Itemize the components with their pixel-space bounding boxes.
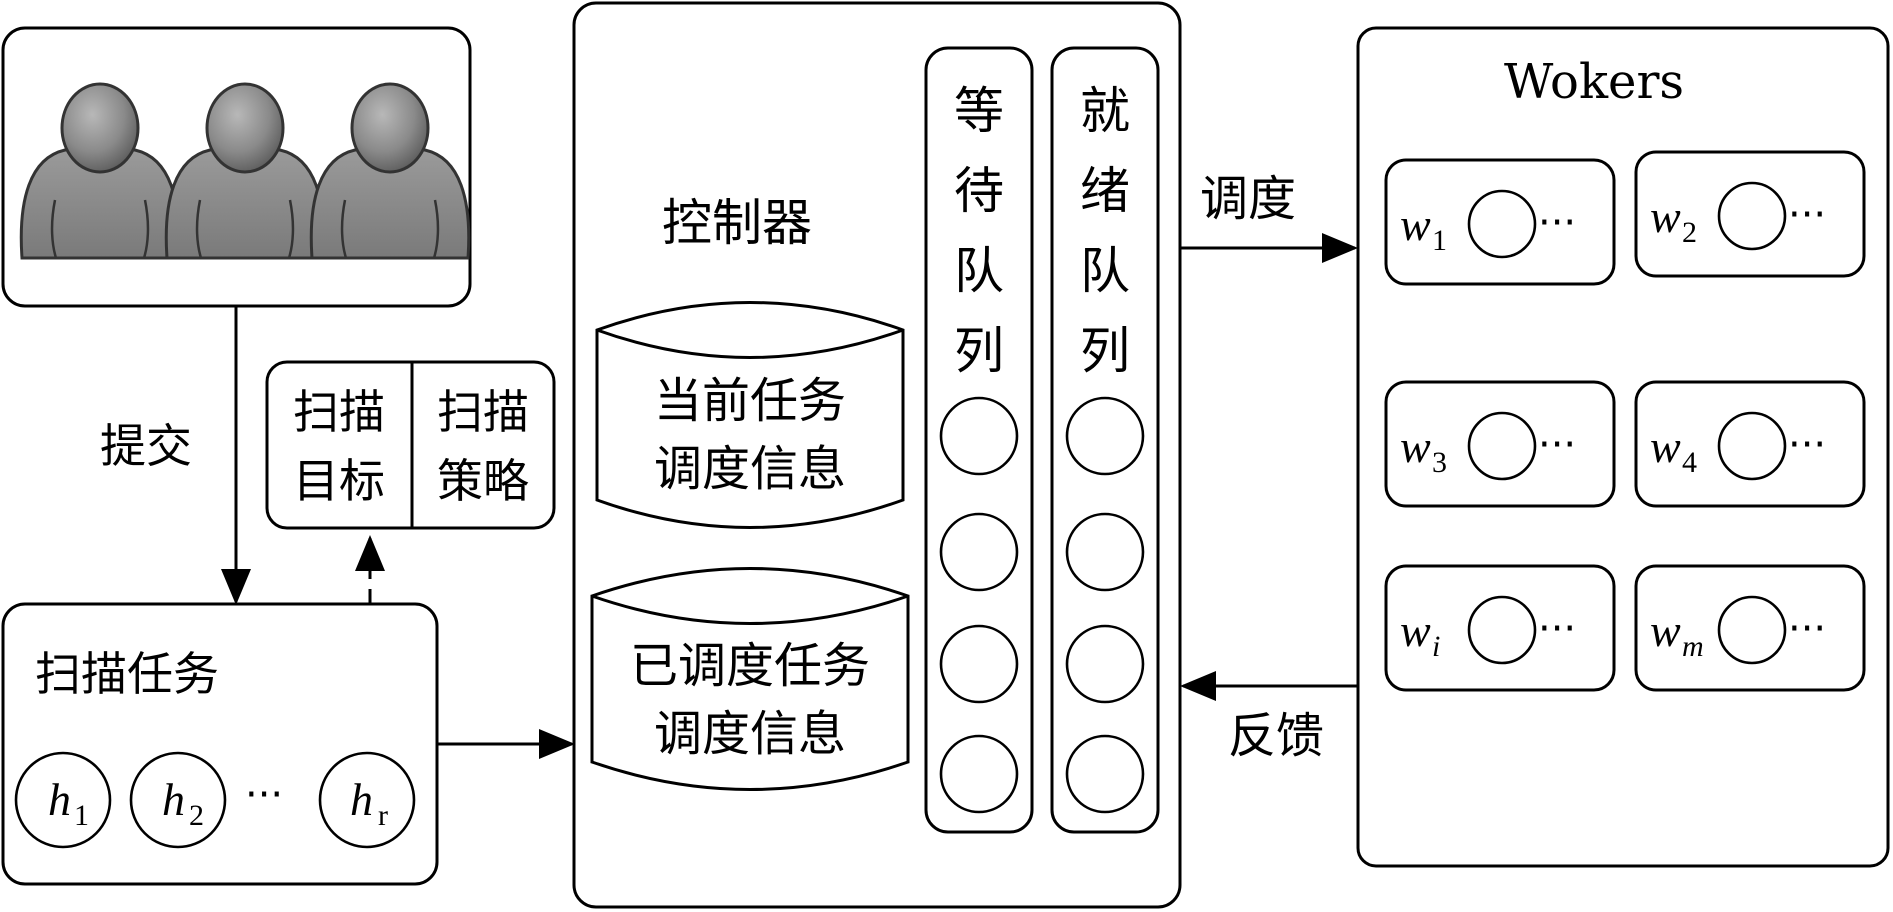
svg-text:2: 2 (189, 799, 204, 832)
svg-text:等: 等 (954, 82, 1004, 140)
svg-text:列: 列 (954, 322, 1004, 380)
user-icon (309, 82, 471, 260)
queue-slot (939, 734, 1019, 814)
svg-text:w: w (1650, 191, 1681, 242)
svg-text:已调度任务: 已调度任务 (630, 638, 870, 694)
queue-slot (939, 512, 1019, 592)
scan-target-line2: 目标 (293, 454, 385, 508)
svg-text:···: ··· (1788, 192, 1826, 238)
svg-text:···: ··· (1538, 200, 1576, 246)
svg-text:···: ··· (1788, 606, 1826, 652)
wait-queue: 等 待 队 列 (924, 46, 1034, 834)
svg-text:···: ··· (1538, 606, 1576, 652)
svg-text:w: w (1400, 421, 1431, 472)
svg-text:w: w (1400, 605, 1431, 656)
host-node: h 2 (129, 751, 227, 849)
submit-label: 提交 (100, 419, 192, 473)
controller-panel: 控制器 当前任务 调度信息 已调度任务 调度信息 等 待 队 列 (572, 1, 1182, 909)
svg-text:r: r (378, 799, 388, 832)
svg-text:h: h (48, 774, 71, 825)
scheduled-task-db: 已调度任务 调度信息 (590, 567, 910, 791)
svg-text:4: 4 (1682, 446, 1697, 479)
svg-text:w: w (1650, 421, 1681, 472)
current-schedule-db: 当前任务 调度信息 (595, 301, 905, 529)
svg-text:1: 1 (1432, 224, 1447, 257)
scan-target-line1: 扫描 (293, 385, 385, 439)
scan-strategy-line1: 扫描 (437, 385, 529, 439)
svg-text:绪: 绪 (1080, 162, 1130, 220)
svg-text:队: 队 (1080, 242, 1130, 300)
queue-slot (1065, 396, 1145, 476)
scan-task-title: 扫描任务 (35, 647, 219, 701)
svg-text:h: h (162, 774, 185, 825)
users-panel (1, 26, 472, 308)
queue-slot (939, 624, 1019, 704)
controller-title: 控制器 (662, 194, 812, 252)
svg-text:调度信息: 调度信息 (654, 441, 846, 497)
svg-text:w: w (1400, 199, 1431, 250)
queue-slot (1065, 512, 1145, 592)
host-ellipsis: ··· (245, 772, 283, 818)
scan-strategy-line2: 策略 (437, 454, 529, 508)
svg-text:调度信息: 调度信息 (654, 706, 846, 762)
schedule-label: 调度 (1200, 171, 1296, 227)
scan-task-box: 扫描任务 h 1 h 2 ··· h r (1, 602, 439, 886)
svg-text:···: ··· (1788, 422, 1826, 468)
svg-text:就: 就 (1080, 82, 1130, 140)
ready-queue: 就 绪 队 列 (1050, 46, 1160, 834)
users-group (19, 82, 471, 260)
feedback-label: 反馈 (1228, 708, 1324, 764)
svg-text:···: ··· (1538, 422, 1576, 468)
queue-slot (1065, 624, 1145, 704)
host-node: h r (318, 751, 416, 849)
svg-text:当前任务: 当前任务 (654, 373, 846, 429)
host-node: h 1 (14, 751, 112, 849)
queue-slot (939, 396, 1019, 476)
scan-config-box: 扫描 目标 扫描 策略 (265, 360, 556, 530)
svg-text:w: w (1650, 605, 1681, 656)
queue-slot (1065, 734, 1145, 814)
svg-text:2: 2 (1682, 216, 1697, 249)
svg-text:待: 待 (954, 162, 1004, 220)
svg-text:i: i (1432, 630, 1440, 663)
svg-text:队: 队 (954, 242, 1004, 300)
workers-title: Wokers (1504, 54, 1684, 110)
svg-text:1: 1 (74, 799, 89, 832)
svg-text:列: 列 (1080, 322, 1130, 380)
svg-text:3: 3 (1432, 446, 1447, 479)
user-icon (164, 82, 326, 260)
svg-text:h: h (350, 774, 373, 825)
svg-text:m: m (1682, 630, 1704, 663)
